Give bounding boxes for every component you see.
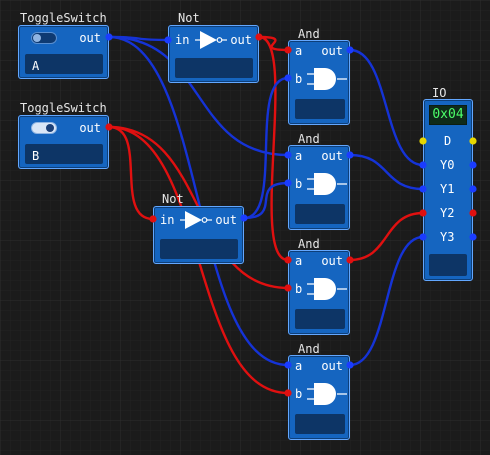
toggle-a-name-field[interactable]: A (25, 54, 103, 74)
wire-and4-out-to-io-Y3[interactable] (349, 235, 424, 367)
and2-name-field[interactable] (295, 204, 345, 224)
and3-name-field[interactable] (295, 309, 345, 329)
not2-name-field[interactable] (160, 239, 238, 259)
io-port-y0-label: Y0 (440, 158, 455, 172)
not-gate-2-icon (180, 211, 212, 229)
and4-title: And (298, 342, 320, 356)
wire-and2-out-to-io-Y1[interactable] (349, 153, 424, 191)
and-gate-1-icon (307, 68, 347, 90)
and1-name-field[interactable] (295, 99, 345, 119)
and-gate-2-icon (307, 173, 347, 195)
io-port-y1-label: Y1 (440, 182, 455, 196)
io-port-y3-label: Y3 (440, 230, 455, 244)
and-gate-4-node[interactable]: a out b (288, 355, 350, 440)
toggle-a-name: A (32, 59, 40, 73)
toggle-b-switch-icon[interactable] (31, 122, 57, 134)
and3-a-label: a (295, 254, 303, 268)
wire-and3-out-to-io-Y2[interactable] (349, 211, 424, 262)
wire-toggle2-out-to-not2-in[interactable] (108, 125, 154, 221)
toggle-b-name-field[interactable]: B (25, 144, 103, 164)
and4-name-field[interactable] (295, 414, 345, 434)
wire-not1-out-to-and1-a[interactable] (258, 35, 289, 52)
not2-out-label: out (215, 213, 237, 227)
wire-not2-out-to-and2-b[interactable] (243, 181, 289, 220)
io-port-y2-label: Y2 (440, 206, 455, 220)
and-gate-1-node[interactable]: a out b (288, 40, 350, 125)
toggle-a-switch-icon[interactable] (31, 32, 57, 44)
and2-a-label: a (295, 149, 303, 163)
and2-out-label: out (321, 149, 343, 163)
io-title: IO (432, 86, 447, 100)
and-gate-3-icon (307, 278, 347, 300)
not-gate-1-icon (195, 31, 227, 49)
wire-and1-out-to-io-Y0[interactable] (349, 48, 424, 167)
not1-title: Not (178, 11, 200, 25)
io-hex-display: 0x04 (429, 105, 467, 125)
and1-out-label: out (321, 44, 343, 58)
toggle-b-out-label: out (79, 121, 101, 135)
wire-not2-out-to-and1-b[interactable] (243, 76, 289, 220)
toggle-a-title: ToggleSwitch (20, 11, 107, 25)
and1-title: And (298, 27, 320, 41)
and2-b-label: b (295, 177, 303, 191)
and-gate-2-node[interactable]: a out b (288, 145, 350, 230)
io-name-field[interactable] (429, 254, 467, 276)
and1-a-label: a (295, 44, 303, 58)
not2-in-label: in (160, 213, 175, 227)
and-gate-3-node[interactable]: a out b (288, 250, 350, 335)
and3-b-label: b (295, 282, 303, 296)
and3-title: And (298, 237, 320, 251)
toggle-switch-b-node[interactable]: out B (18, 115, 109, 169)
toggle-switch-a-node[interactable]: out A (18, 25, 109, 79)
and4-b-label: b (295, 387, 303, 401)
and4-a-label: a (295, 359, 303, 373)
and4-out-label: out (321, 359, 343, 373)
io-node[interactable]: 0x04 D Y0 Y1 Y2 Y3 (423, 99, 473, 281)
not1-name-field[interactable] (175, 58, 253, 78)
wire-not1-out-to-and3-a[interactable] (258, 35, 289, 262)
and1-b-label: b (295, 72, 303, 86)
and-gate-4-icon (307, 383, 347, 405)
and2-title: And (298, 132, 320, 146)
wire-layer (108, 35, 424, 395)
not1-in-label: in (175, 33, 190, 47)
not2-title: Not (162, 192, 184, 206)
toggle-a-out-label: out (79, 31, 101, 45)
toggle-b-name: B (32, 149, 40, 163)
and3-out-label: out (321, 254, 343, 268)
not-gate-2-node[interactable]: in out (153, 206, 244, 264)
wire-toggle1-out-to-and4-a[interactable] (108, 35, 289, 367)
not-gate-1-node[interactable]: in out (168, 25, 259, 83)
io-port-d-label: D (444, 134, 452, 148)
not1-out-label: out (230, 33, 252, 47)
toggle-b-title: ToggleSwitch (20, 101, 107, 115)
wire-toggle1-out-to-and2-a[interactable] (108, 35, 289, 157)
